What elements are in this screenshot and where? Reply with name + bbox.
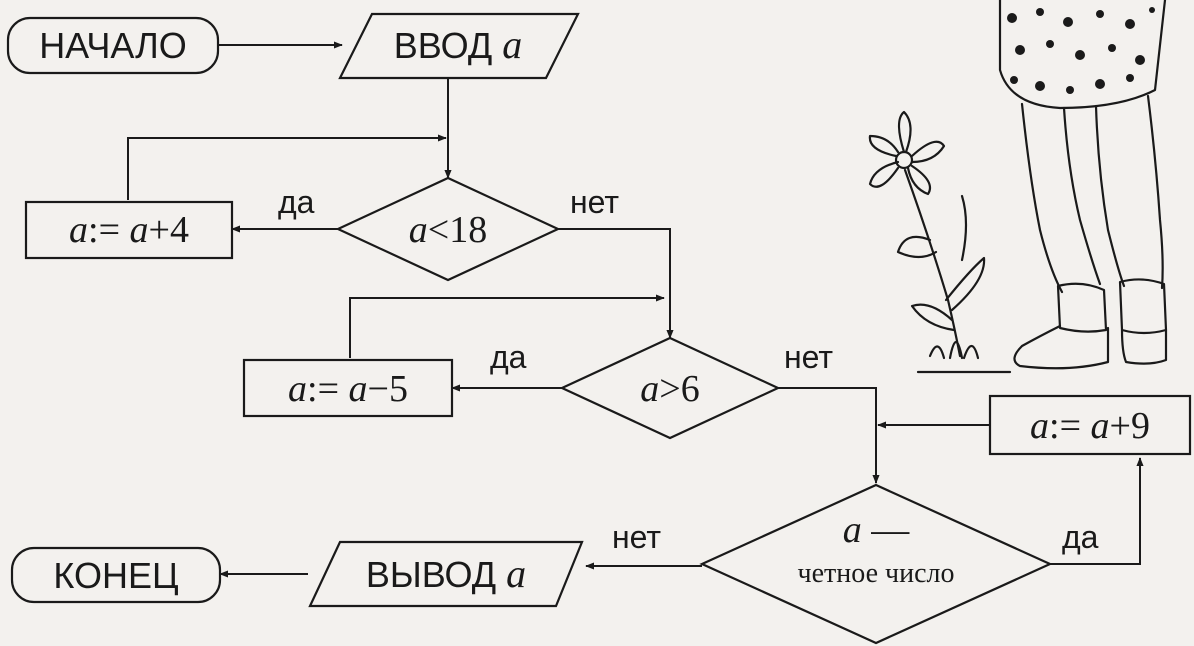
edge-label-cond1-yes: да xyxy=(278,184,315,220)
end-label: КОНЕЦ xyxy=(53,555,178,596)
edge-label-cond1-no: нет xyxy=(570,184,619,220)
cond1-label: a<18 xyxy=(409,209,487,251)
edge-label-cond3-yes: да xyxy=(1062,519,1099,555)
edge-cond2-no xyxy=(778,388,876,483)
edge-label-cond2-yes: да xyxy=(490,339,527,375)
node-texts: НАЧАЛО ВВОД a a:= a+4 a<18 a:= a−5 a>6 a… xyxy=(39,22,1150,596)
edge-label-cond2-no: нет xyxy=(784,339,833,375)
cond2-label: a>6 xyxy=(640,368,699,410)
girl-and-flower-drawing xyxy=(870,0,1166,372)
connectors xyxy=(128,45,1140,574)
start-label: НАЧАЛО xyxy=(39,25,187,66)
assign1-label: a:= a+4 xyxy=(69,209,189,251)
assign3-label: a:= a+9 xyxy=(1030,405,1150,447)
input-label: ВВОД a xyxy=(394,22,522,67)
output-label: ВЫВОД a xyxy=(366,551,526,596)
edge-label-cond3-no: нет xyxy=(612,519,661,555)
edge-cond1-no xyxy=(558,229,670,338)
cond3-label-line1: a — xyxy=(843,509,911,551)
assign2-label: a:= a−5 xyxy=(288,368,408,410)
shapes xyxy=(8,14,1190,643)
cond3-label-line2: четное число xyxy=(798,558,955,589)
